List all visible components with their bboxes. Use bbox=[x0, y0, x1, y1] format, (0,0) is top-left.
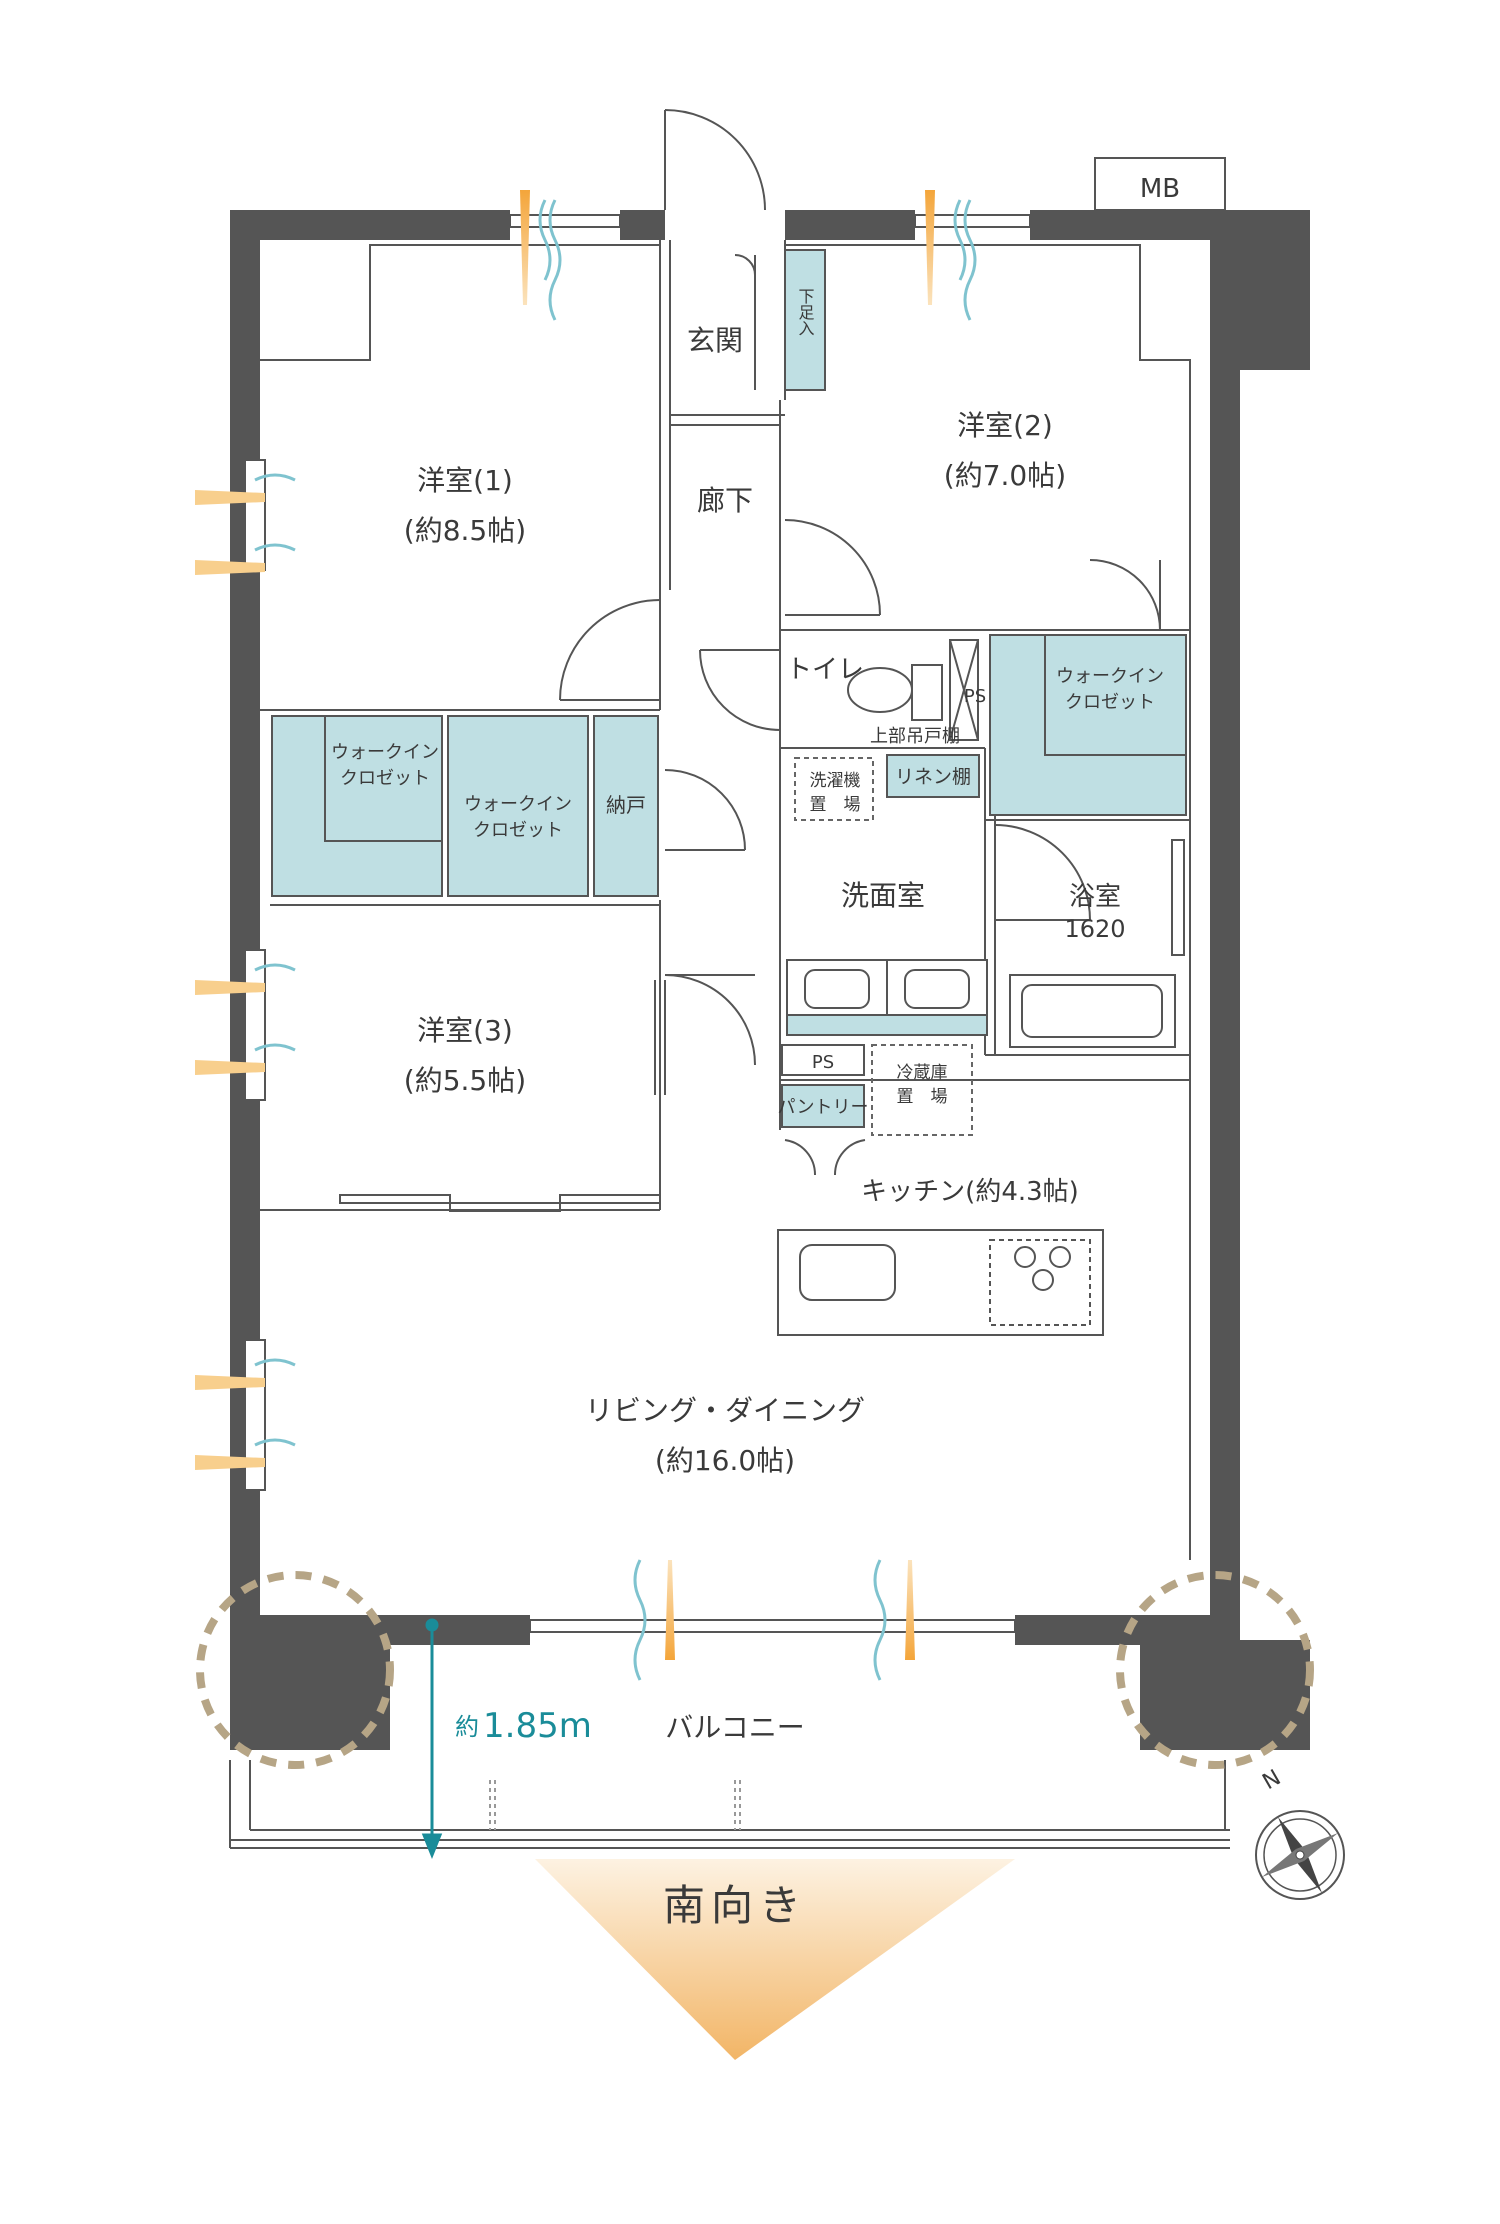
living-name: リビング・ダイニング bbox=[585, 1394, 865, 1427]
washroom-sinks bbox=[786, 959, 988, 1016]
bathtub bbox=[1009, 839, 1185, 1048]
compass-n-label: N bbox=[1259, 1765, 1286, 1795]
washroom-label: 洗面室 bbox=[841, 879, 925, 912]
airflow-icons bbox=[254, 199, 977, 1681]
bath-name: 浴室 bbox=[1069, 882, 1121, 912]
toilet-label: トイレ bbox=[786, 655, 864, 685]
wic3-label-2: クロゼット bbox=[1065, 692, 1155, 713]
washer-label-1: 洗濯機 bbox=[810, 771, 861, 791]
ps-box-2 bbox=[781, 1044, 865, 1076]
south-arrow bbox=[535, 1859, 1015, 2060]
kitchen-counter bbox=[777, 1229, 1104, 1336]
sliding-doors bbox=[339, 980, 666, 1212]
upper-cabinet-label: 上部吊戸棚 bbox=[870, 726, 960, 747]
corridor-label: 廊下 bbox=[697, 484, 753, 517]
ps2-label: PS bbox=[812, 1052, 834, 1073]
living-size: (約16.0帖) bbox=[655, 1444, 795, 1477]
ps1-label: PS bbox=[964, 686, 986, 707]
light-indicators bbox=[195, 190, 935, 1660]
depth-arrow bbox=[421, 1618, 443, 1860]
toilet-fixture bbox=[847, 639, 979, 741]
room1-size: (約8.5帖) bbox=[404, 514, 526, 547]
balcony-outline bbox=[229, 1760, 1230, 1849]
compass-icon bbox=[1255, 1810, 1345, 1900]
mb-label: MB bbox=[1140, 174, 1180, 204]
fridge-label-1: 冷蔵庫 bbox=[897, 1063, 948, 1083]
bath-size: 1620 bbox=[1064, 915, 1125, 943]
wic1-label-1: ウォークイン bbox=[331, 742, 439, 763]
room1-name: 洋室(1) bbox=[417, 464, 513, 497]
room2-size: (約7.0帖) bbox=[944, 459, 1066, 492]
fridge-label-2: 置 場 bbox=[897, 1087, 948, 1107]
wic2-label-1: ウォークイン bbox=[464, 794, 572, 815]
genkan-label: 玄関 bbox=[687, 324, 743, 357]
room2-name: 洋室(2) bbox=[957, 409, 1053, 442]
room3-size: (約5.5帖) bbox=[404, 1064, 526, 1097]
orientation-label: 南向き bbox=[663, 1881, 807, 1930]
depth-value: 1.85m bbox=[483, 1706, 592, 1746]
depth-prefix: 約 bbox=[455, 1713, 479, 1741]
pantry-label: パントリー bbox=[778, 1097, 869, 1118]
storage-areas bbox=[271, 249, 1187, 1128]
wic1-label-2: クロゼット bbox=[340, 768, 430, 789]
mb-box bbox=[1094, 157, 1226, 211]
room3-name: 洋室(3) bbox=[417, 1014, 513, 1047]
nando-label: 納戸 bbox=[606, 793, 646, 817]
getabako-label: 下足入 bbox=[796, 288, 815, 336]
wic3-label-1: ウォークイン bbox=[1056, 666, 1164, 687]
balcony-label: バルコニー bbox=[665, 1711, 804, 1744]
kitchen-label: キッチン(約4.3帖) bbox=[861, 1177, 1079, 1207]
wic2-label-2: クロゼット bbox=[473, 820, 563, 841]
dashed-areas bbox=[794, 757, 973, 1136]
washer-label-2: 置 場 bbox=[810, 795, 861, 815]
corner-circle-left bbox=[196, 1571, 394, 1769]
corner-circle-right bbox=[1116, 1571, 1314, 1769]
linen-label: リネン棚 bbox=[895, 766, 971, 788]
doors bbox=[559, 109, 1161, 1176]
